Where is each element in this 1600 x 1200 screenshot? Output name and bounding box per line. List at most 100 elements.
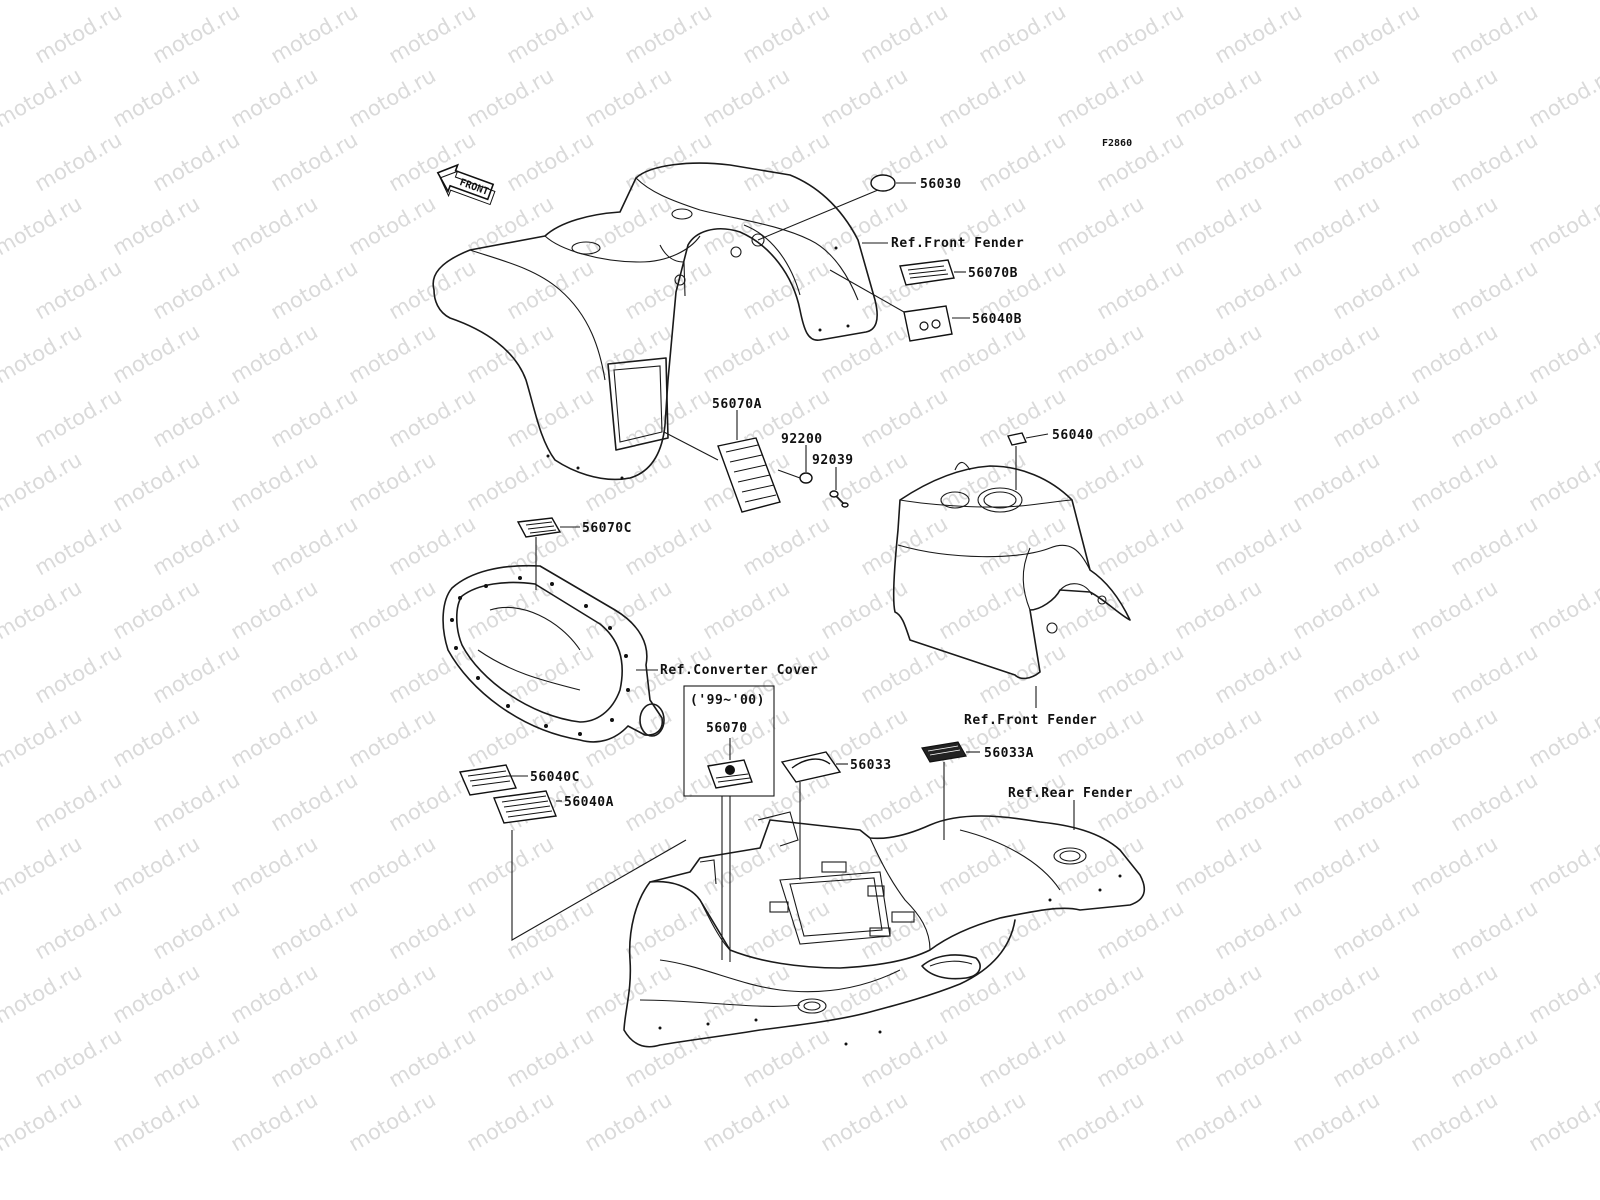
watermark-text: motod.ru (1289, 191, 1384, 260)
watermark-text: motod.ru (1093, 767, 1188, 836)
watermark-text: motod.ru (227, 575, 322, 644)
watermark-text: motod.ru (503, 0, 598, 68)
callout-56070: 56070 (706, 721, 748, 736)
year-range-box (683, 685, 775, 797)
watermark-text: motod.ru (1525, 959, 1600, 1028)
watermark-text: motod.ru (149, 383, 244, 452)
watermark-text: motod.ru (857, 511, 952, 580)
watermark-text: motod.ru (1211, 1023, 1306, 1092)
callout-56070a: 56070A (712, 397, 762, 412)
watermark-text: motod.ru (581, 1087, 676, 1156)
watermark-text: motod.ru (699, 959, 794, 1028)
part-56040a-decal (493, 790, 557, 824)
watermark-text: motod.ru (463, 63, 558, 132)
watermark-text: motod.ru (1447, 383, 1542, 452)
callout-56030: 56030 (920, 177, 962, 192)
watermark-text: motod.ru (1407, 575, 1502, 644)
watermark-text: motod.ru (31, 511, 126, 580)
watermark-text: motod.ru (1053, 319, 1148, 388)
part-56070b-decal (899, 259, 955, 286)
watermark-text: motod.ru (975, 639, 1070, 708)
watermark-text: motod.ru (1407, 319, 1502, 388)
watermark-text: motod.ru (1525, 447, 1600, 516)
callout-56040b: 56040B (972, 312, 1022, 327)
watermark-text: motod.ru (1093, 511, 1188, 580)
watermark-text: motod.ru (739, 1023, 834, 1092)
watermark-text: motod.ru (817, 1087, 912, 1156)
watermark-text: motod.ru (699, 703, 794, 772)
ref-converter-cover-label: Ref.Converter Cover (660, 663, 818, 678)
watermark-text: motod.ru (1093, 639, 1188, 708)
watermark-text: motod.ru (1329, 895, 1424, 964)
watermark-text: motod.ru (1407, 447, 1502, 516)
part-92200-washer (799, 472, 813, 484)
watermark-text: motod.ru (581, 0, 676, 4)
watermark-text: motod.ru (345, 447, 440, 516)
part-56070a-decal (717, 437, 781, 513)
watermark-text: motod.ru (109, 0, 204, 4)
watermark-text: motod.ru (1093, 0, 1188, 68)
watermark-text: motod.ru (1211, 0, 1306, 68)
watermark-text: motod.ru (227, 447, 322, 516)
watermark-text: motod.ru (503, 895, 598, 964)
watermark-text: motod.ru (975, 0, 1070, 68)
watermark-text: motod.ru (739, 511, 834, 580)
watermark-text: motod.ru (385, 255, 480, 324)
watermark-text: motod.ru (1329, 1023, 1424, 1092)
watermark-text: motod.ru (31, 895, 126, 964)
watermark-text: motod.ru (109, 575, 204, 644)
watermark-text: motod.ru (109, 959, 204, 1028)
watermark-text: motod.ru (1171, 0, 1266, 4)
watermark-text: motod.ru (739, 255, 834, 324)
watermark-text: motod.ru (621, 1023, 716, 1092)
watermark-text: motod.ru (1171, 1087, 1266, 1156)
watermark-text: motod.ru (345, 0, 440, 4)
watermark-text: motod.ru (1525, 1087, 1600, 1156)
watermark-text: motod.ru (1171, 575, 1266, 644)
watermark-text: motod.ru (345, 63, 440, 132)
callout-56033a: 56033A (984, 746, 1034, 761)
watermark-text: motod.ru (581, 319, 676, 388)
watermark-text: motod.ru (1407, 703, 1502, 772)
watermark-text: motod.ru (345, 959, 440, 1028)
watermark-text: motod.ru (975, 1023, 1070, 1092)
watermark-text: motod.ru (0, 831, 86, 900)
watermark-text: motod.ru (1407, 63, 1502, 132)
watermark-text: motod.ru (345, 319, 440, 388)
watermark-text: motod.ru (817, 959, 912, 1028)
watermark-text: motod.ru (857, 0, 952, 68)
watermark-text: motod.ru (31, 255, 126, 324)
watermark-text: motod.ru (817, 319, 912, 388)
callout-56070c: 56070C (582, 521, 632, 536)
watermark-text: motod.ru (1407, 959, 1502, 1028)
part-56033-decal (780, 751, 842, 783)
callout-92039: 92039 (812, 453, 854, 468)
watermark-text: motod.ru (1211, 127, 1306, 196)
watermark-text: motod.ru (857, 895, 952, 964)
callout-56040c: 56040C (530, 770, 580, 785)
watermark-text: motod.ru (149, 511, 244, 580)
watermark-text: motod.ru (699, 319, 794, 388)
callout-56040: 56040 (1052, 428, 1094, 443)
part-56040-decal (1007, 432, 1027, 446)
watermark-text: motod.ru (227, 959, 322, 1028)
figure-code: F2860 (1102, 138, 1132, 149)
watermark-text: motod.ru (581, 831, 676, 900)
watermark-text: motod.ru (267, 0, 362, 68)
watermark-text: motod.ru (463, 191, 558, 260)
watermark-text: motod.ru (267, 895, 362, 964)
watermark-text: motod.ru (1525, 831, 1600, 900)
watermark-text: motod.ru (1289, 831, 1384, 900)
watermark-text: motod.ru (817, 63, 912, 132)
watermark-text: motod.ru (1053, 959, 1148, 1028)
watermark-text: motod.ru (1053, 0, 1148, 4)
watermark-text: motod.ru (267, 255, 362, 324)
watermark-text: motod.ru (385, 511, 480, 580)
callout-56033: 56033 (850, 758, 892, 773)
watermark-text: motod.ru (1211, 511, 1306, 580)
watermark-text: motod.ru (149, 0, 244, 68)
watermark-text: motod.ru (1289, 447, 1384, 516)
watermark-text: motod.ru (975, 895, 1070, 964)
watermark-text: motod.ru (267, 1023, 362, 1092)
watermark-text: motod.ru (463, 959, 558, 1028)
